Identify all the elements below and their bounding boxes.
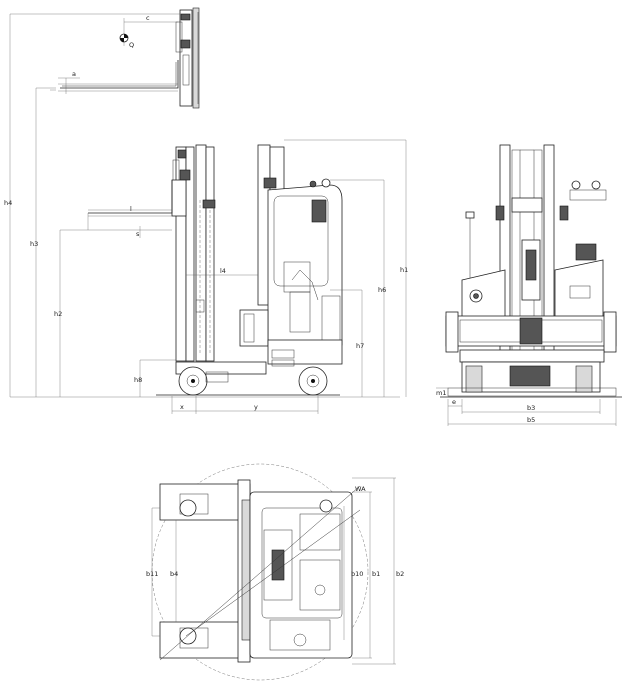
label-q: Q [129, 41, 134, 49]
label-h3: h3 [30, 240, 38, 248]
label-h8: h8 [134, 376, 142, 384]
label-m1: m1 [436, 389, 446, 397]
label-h4: h4 [4, 199, 12, 207]
label-l: l [130, 205, 132, 213]
label-b5: b5 [527, 416, 535, 424]
label-b3: b3 [527, 404, 535, 412]
label-h6: h6 [378, 286, 386, 294]
front-view [436, 144, 622, 426]
label-h7: h7 [356, 342, 364, 350]
label-b11: b11 [146, 570, 158, 578]
label-a: a [72, 70, 76, 78]
label-h1: h1 [400, 266, 408, 274]
label-s: s [136, 230, 140, 238]
raised-fork-detail [50, 7, 200, 109]
label-e: e [452, 398, 456, 406]
label-b1: b1 [372, 570, 380, 578]
label-y: y [254, 403, 258, 411]
label-c: c [146, 14, 150, 22]
label-wa: WA [355, 485, 366, 493]
plan-view [151, 463, 396, 681]
label-b10: b10 [351, 570, 363, 578]
label-b4: b4 [170, 570, 178, 578]
side-view [9, 13, 407, 414]
label-l4: l4 [220, 267, 226, 275]
label-b2: b2 [396, 570, 404, 578]
label-h2: h2 [54, 310, 62, 318]
label-x: x [180, 403, 184, 411]
